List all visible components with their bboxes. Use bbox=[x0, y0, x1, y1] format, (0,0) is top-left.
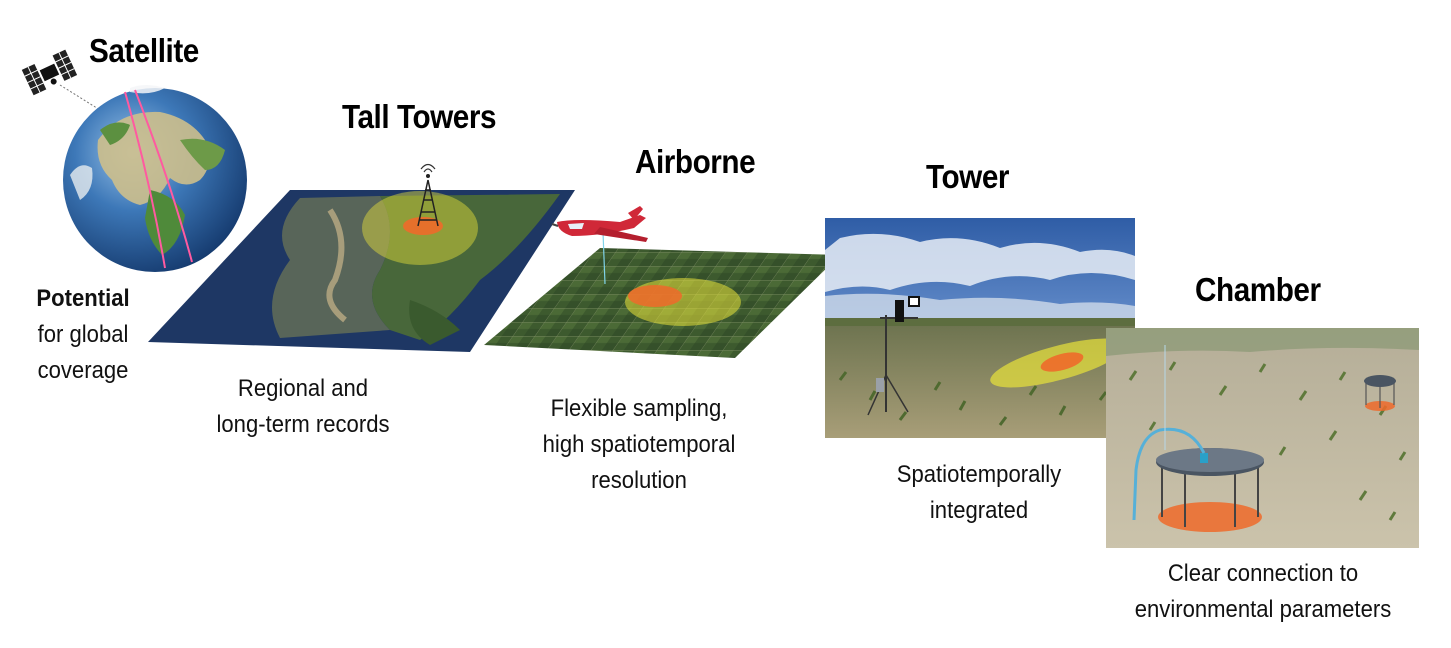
tall-towers-desc-line-1: Regional and bbox=[197, 371, 409, 407]
airborne-desc-line-3: resolution bbox=[524, 463, 754, 499]
tower-title: Tower bbox=[926, 158, 1009, 196]
satellite-desc-line-1: for global bbox=[23, 317, 143, 353]
airborne-field bbox=[484, 232, 840, 358]
airborne-description: Flexible sampling, high spatiotemporal r… bbox=[524, 391, 754, 499]
airborne-desc-line-2: high spatiotemporal bbox=[524, 427, 754, 463]
chamber-description: Clear connection to environmental parame… bbox=[1120, 556, 1405, 628]
satellite-icon bbox=[22, 50, 77, 96]
tower-desc-line-1: Spatiotemporally bbox=[878, 457, 1080, 493]
chamber-title: Chamber bbox=[1195, 271, 1321, 309]
tall-towers-description: Regional and long-term records bbox=[197, 371, 409, 443]
satellite-description: Potential for global coverage bbox=[23, 281, 143, 389]
chamber-desc-line-2: environmental parameters bbox=[1120, 592, 1405, 628]
satellite-title: Satellite bbox=[89, 32, 199, 70]
chamber-photo bbox=[1106, 328, 1419, 548]
tower-photo bbox=[825, 218, 1135, 438]
globe-icon bbox=[63, 85, 247, 272]
chamber-desc-line-1: Clear connection to bbox=[1120, 556, 1405, 592]
tall-towers-title: Tall Towers bbox=[342, 98, 496, 136]
satellite-desc-bold: Potential bbox=[23, 281, 143, 317]
tall-towers-desc-line-2: long-term records bbox=[197, 407, 409, 443]
satellite-desc-line-2: coverage bbox=[23, 353, 143, 389]
airborne-title: Airborne bbox=[635, 143, 755, 181]
airborne-footprint-inner bbox=[628, 285, 682, 307]
tower-desc-line-2: integrated bbox=[878, 493, 1080, 529]
airplane-icon bbox=[552, 206, 648, 242]
airborne-desc-line-1: Flexible sampling, bbox=[524, 391, 754, 427]
tower-description: Spatiotemporally integrated bbox=[878, 457, 1080, 529]
